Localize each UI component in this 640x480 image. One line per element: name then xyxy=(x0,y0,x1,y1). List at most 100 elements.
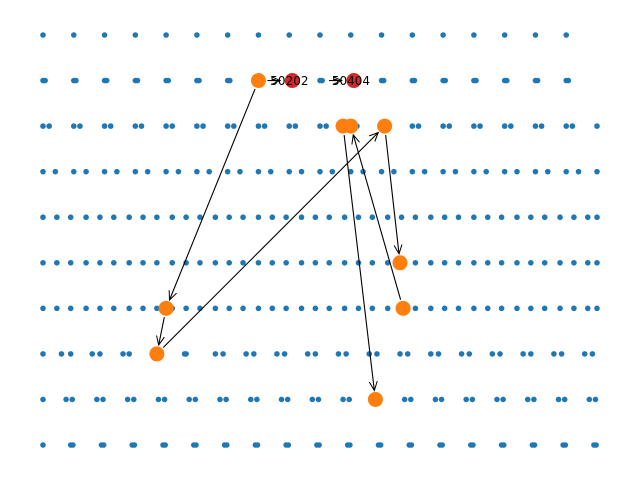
grid-point xyxy=(114,168,120,175)
grid-point xyxy=(569,123,576,129)
grid-point xyxy=(132,123,139,129)
grid-point xyxy=(69,396,76,403)
grid-point xyxy=(101,32,108,38)
grid-point xyxy=(192,396,199,403)
grid-point xyxy=(132,32,139,38)
grid-point xyxy=(384,214,391,221)
grid-point xyxy=(255,214,262,221)
grid-point xyxy=(54,259,60,266)
grid-point xyxy=(312,351,319,357)
path-arrow xyxy=(385,134,399,254)
grid-point xyxy=(581,351,588,357)
grid-point xyxy=(528,351,534,357)
grid-point xyxy=(428,351,434,357)
grid-point xyxy=(584,214,591,221)
grid-point xyxy=(231,123,237,129)
grid-point xyxy=(514,305,520,312)
endpoint xyxy=(284,73,300,89)
grid-point xyxy=(155,396,162,403)
grid-point xyxy=(484,305,491,312)
grid-point xyxy=(470,442,476,448)
grid-point xyxy=(269,305,276,312)
grid-point xyxy=(126,305,132,312)
grid-point xyxy=(514,214,520,221)
grid-point xyxy=(594,259,600,266)
grid-point xyxy=(504,77,510,84)
grid-point xyxy=(42,77,48,84)
grid-point xyxy=(412,305,419,312)
grid-point xyxy=(326,214,333,221)
grid-point xyxy=(40,396,46,403)
grid-point xyxy=(428,214,434,221)
grid-point xyxy=(594,123,600,129)
grid-point xyxy=(557,305,563,312)
grid-point xyxy=(73,77,79,84)
grid-point xyxy=(162,442,168,448)
grid-point xyxy=(477,123,483,129)
grid-point xyxy=(126,214,132,221)
grid-point xyxy=(224,168,231,175)
grid-point xyxy=(441,259,448,266)
grid-point xyxy=(412,214,419,221)
grid-point xyxy=(70,32,77,38)
grid-point xyxy=(101,123,108,129)
grid-point xyxy=(563,32,570,38)
grid-point xyxy=(284,396,291,403)
grid-point xyxy=(175,168,182,175)
grid-point xyxy=(254,442,261,448)
grid-point xyxy=(326,259,333,266)
grid-point xyxy=(278,396,285,403)
grid-point xyxy=(341,305,348,312)
grid-point xyxy=(541,259,548,266)
grid-point xyxy=(40,351,46,357)
grid-point xyxy=(255,259,262,266)
grid-point xyxy=(40,442,46,448)
grid-point xyxy=(571,214,577,221)
grid-point xyxy=(455,214,462,221)
grid-point xyxy=(283,259,289,266)
grid-point xyxy=(217,396,223,403)
grid-point xyxy=(100,442,107,448)
grid-point xyxy=(498,259,505,266)
endpoint-label: 50404 xyxy=(332,74,370,88)
grid-point xyxy=(110,214,117,221)
grid-point xyxy=(466,351,473,357)
grid-point xyxy=(317,32,323,38)
grid-point xyxy=(374,351,380,357)
grid-point xyxy=(384,305,391,312)
grid-point xyxy=(484,259,491,266)
grid-point xyxy=(169,123,176,129)
grid-point xyxy=(163,123,169,129)
grid-point xyxy=(103,77,110,84)
grid-point xyxy=(326,305,333,312)
grid-point xyxy=(54,305,60,312)
grid-point xyxy=(562,442,569,448)
grid-point xyxy=(409,32,416,38)
grid-point xyxy=(227,77,233,84)
grid-point xyxy=(183,214,189,221)
grid-point xyxy=(380,77,387,84)
grid-point xyxy=(594,214,600,221)
grid-point xyxy=(97,259,103,266)
grid-point xyxy=(340,396,346,403)
grid-point xyxy=(369,259,376,266)
grid-point xyxy=(140,305,146,312)
grid-point xyxy=(134,77,141,84)
grid-point xyxy=(438,396,445,403)
grid-point xyxy=(557,259,563,266)
grid-point xyxy=(594,168,600,175)
grid-point xyxy=(532,32,539,38)
grid-point xyxy=(212,259,219,266)
grid-point xyxy=(40,123,46,129)
grid-point xyxy=(163,32,169,38)
grid-point xyxy=(528,259,534,266)
path-point xyxy=(367,391,383,407)
grid-point xyxy=(484,214,491,221)
grid-point xyxy=(463,396,469,403)
grid-point xyxy=(240,259,246,266)
path-point xyxy=(392,255,408,271)
grid-point xyxy=(471,168,477,175)
grid-point xyxy=(186,396,192,403)
